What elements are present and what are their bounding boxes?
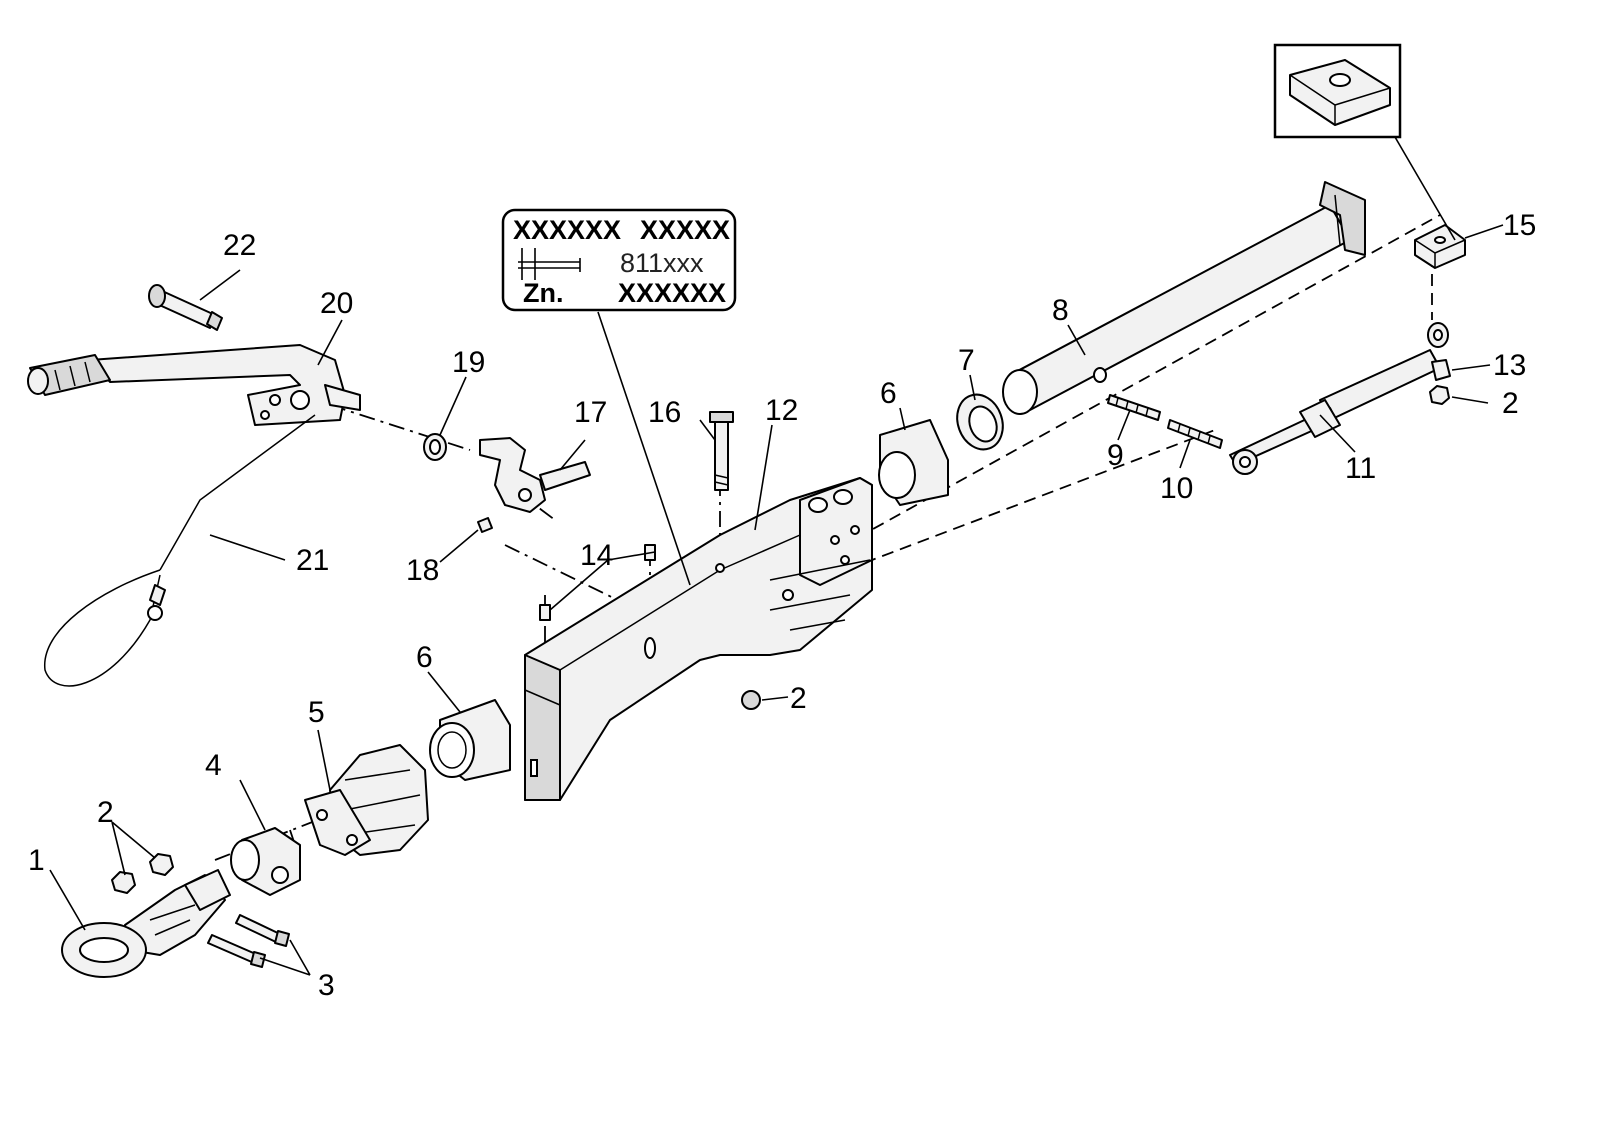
- part-2-nut-right: [1429, 385, 1450, 405]
- part-11-shock-absorber: [1229, 322, 1449, 475]
- part-19-washer: [423, 433, 447, 461]
- callout-1: 1: [28, 844, 45, 877]
- callout-14: 14: [580, 539, 613, 572]
- part-4-sleeve: [230, 827, 301, 896]
- callout-17: 17: [574, 396, 607, 429]
- plate-row1-left: XXXXXX: [513, 215, 621, 245]
- part-21-cable: [44, 414, 316, 687]
- part-18-screw: [477, 517, 493, 533]
- callout-13: 13: [1493, 349, 1526, 382]
- callout-22: 22: [223, 229, 256, 262]
- callout-7: 7: [958, 344, 975, 377]
- plate-row3-right: XXXXXX: [618, 278, 726, 308]
- part-16-bolt: [709, 411, 734, 491]
- part-7-ring: [956, 393, 1004, 451]
- callout-2-lower-left: 2: [97, 796, 114, 829]
- callout-12: 12: [765, 394, 798, 427]
- part-6-bushing-lower: [429, 699, 511, 781]
- part-2-nuts-lower: [111, 853, 174, 894]
- nameplate: XXXXXX XXXXX 811xxx Zn. XXXXXX: [501, 208, 737, 586]
- callout-16: 16: [648, 396, 681, 429]
- part-6-bushing-upper: [878, 419, 949, 506]
- part-12-drawbar: [524, 477, 873, 801]
- callout-20: 20: [320, 287, 353, 320]
- callout-2-right: 2: [1502, 387, 1519, 420]
- callout-9: 9: [1107, 439, 1124, 472]
- part-1-towing-eye: [61, 869, 231, 978]
- callout-6-upper: 6: [880, 377, 897, 410]
- part-13-spacer: [1431, 359, 1451, 381]
- leader-lines: [49, 224, 1504, 976]
- part-15-pad: [1414, 224, 1466, 269]
- callout-8: 8: [1052, 294, 1069, 327]
- callout-19: 19: [452, 346, 485, 379]
- part-8-tube: [1002, 181, 1366, 415]
- part-10-rod: [1167, 419, 1223, 449]
- plate-row3-left: Zn.: [523, 278, 564, 308]
- callout-11: 11: [1345, 452, 1376, 485]
- callout-2-center: 2: [790, 682, 807, 715]
- callout-18: 18: [406, 554, 439, 587]
- plate-row1-right: XXXXX: [640, 215, 730, 245]
- part-9-rod: [1107, 394, 1161, 421]
- callout-6-lower: 6: [416, 641, 433, 674]
- callout-3: 3: [318, 969, 335, 1002]
- callout-15: 15: [1503, 209, 1536, 242]
- callout-21: 21: [296, 544, 329, 577]
- part-17-latch: [479, 437, 591, 513]
- part-22-pin: [148, 284, 223, 331]
- part-5-clamp: [304, 744, 429, 856]
- callout-numbers: 1 2 3 4 5 6 6 7 8 9 10 11 12 13 14 15 16…: [28, 209, 1536, 1002]
- part-20-handbrake-lever: [27, 344, 361, 426]
- callout-5: 5: [308, 696, 325, 729]
- callout-4: 4: [205, 749, 222, 782]
- part-2-nut-center: [741, 690, 761, 710]
- part-3-bolts: [207, 914, 290, 968]
- callout-10: 10: [1160, 472, 1193, 505]
- plate-symbol-icon: [518, 248, 581, 280]
- part-15-detail-inset: [1273, 43, 1456, 241]
- plate-row2-number: 811xxx: [620, 248, 704, 278]
